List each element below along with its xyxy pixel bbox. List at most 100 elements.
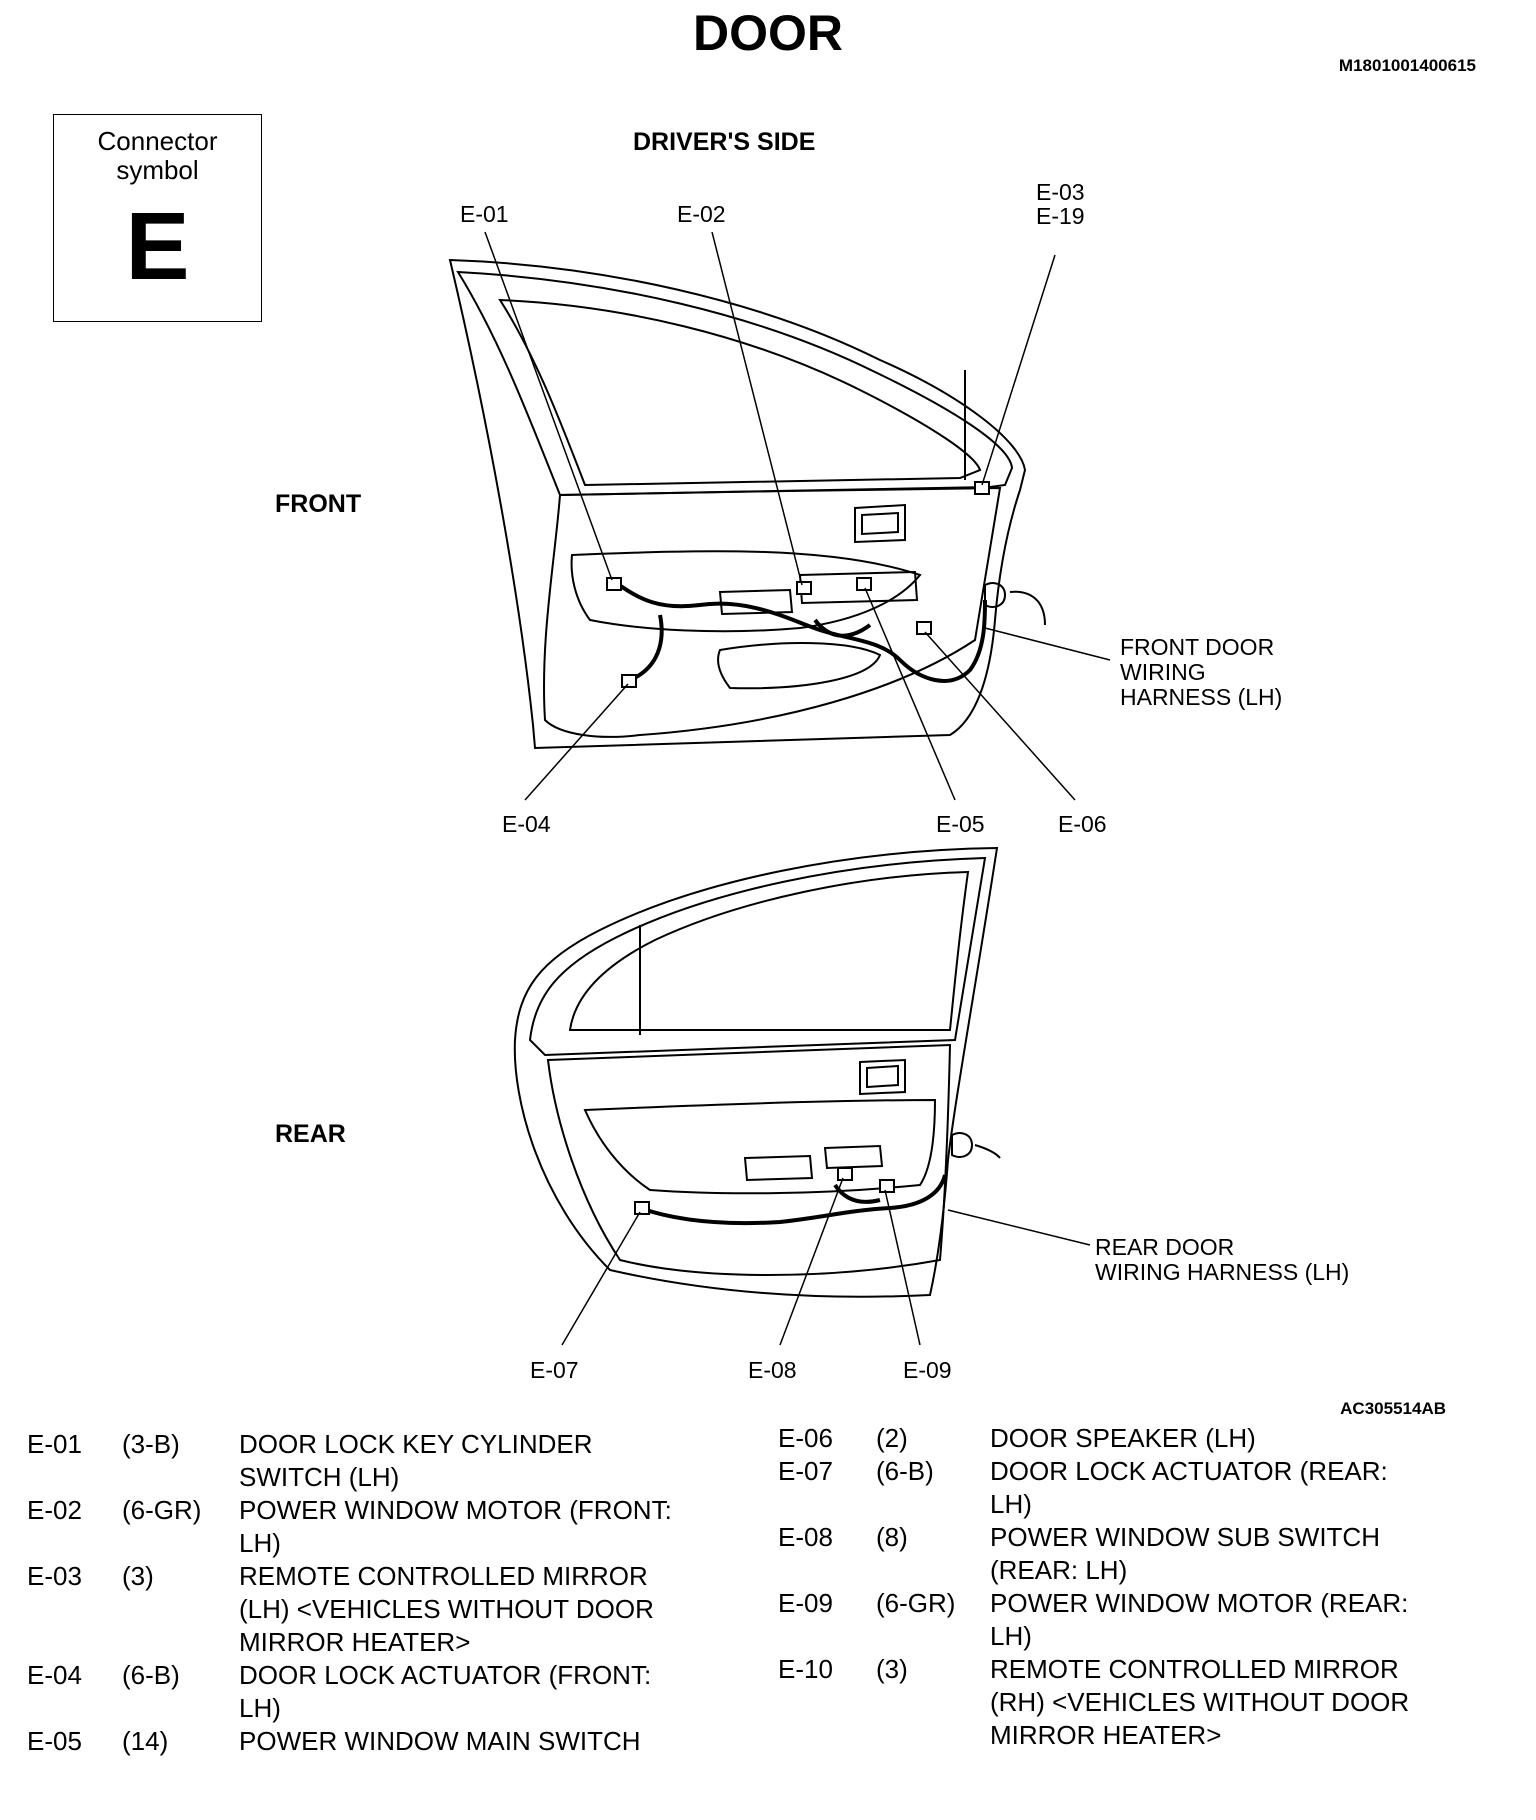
connector-e03 (974, 481, 990, 495)
legend-desc-line: (RH) <VEHICLES WITHOUT DOOR (990, 1687, 1410, 1717)
leader-front-harness (984, 627, 1111, 661)
leader-e07 (561, 1211, 641, 1346)
legend-code: E-10 (778, 1654, 833, 1684)
page-title: DOOR (693, 5, 843, 61)
legend-desc-line: LH) (990, 1489, 1032, 1519)
drivers-side-heading: DRIVER'S SIDE (633, 128, 816, 156)
legend-size: (8) (876, 1522, 908, 1552)
legend-desc-line: REMOTE CONTROLLED MIRROR (239, 1561, 648, 1591)
rear-door-window-outer (528, 856, 987, 1057)
connector-symbol-letter: E (125, 193, 190, 300)
front-door-outer-frame (448, 258, 1027, 750)
rear-door-lower-panel (546, 1043, 952, 1276)
rear-door-harness-tail (974, 1144, 1001, 1159)
legend-desc: REMOTE CONTROLLED MIRROR (LH) <VEHICLES … (239, 1560, 727, 1659)
legend-row: E-04 (6-B) DOOR LOCK ACTUATOR (FRONT: LH… (27, 1659, 727, 1725)
legend-desc-line: POWER WINDOW MOTOR (REAR: (990, 1588, 1409, 1618)
legend-row: E-08 (8) POWER WINDOW SUB SWITCH (REAR: … (778, 1521, 1498, 1587)
legend-size: (6-B) (122, 1660, 180, 1690)
rear-callout-leaders (561, 1177, 1091, 1346)
legend-desc-line: POWER WINDOW MOTOR (FRONT: (239, 1495, 672, 1525)
front-callout-leaders (484, 231, 1111, 801)
callout-e07: E-07 (530, 1357, 579, 1383)
legend-code: E-02 (27, 1495, 82, 1525)
front-door-lower-panel (543, 486, 1002, 738)
connector-e06 (916, 621, 932, 635)
legend-desc-line: REMOTE CONTROLLED MIRROR (990, 1654, 1399, 1684)
leader-e04 (524, 683, 629, 801)
callout-e08: E-08 (748, 1357, 797, 1383)
legend-size: (6-B) (876, 1456, 934, 1486)
legend-desc-line: MIRROR HEATER> (239, 1627, 471, 1657)
front-harness-line1: FRONT DOOR (1120, 634, 1275, 660)
legend-desc-line: DOOR LOCK ACTUATOR (FRONT: (239, 1660, 652, 1690)
connector-e05 (856, 577, 872, 591)
leader-e06 (924, 631, 1076, 801)
legend-row: E-01 (3-B) DOOR LOCK KEY CYLINDER SWITCH… (27, 1428, 727, 1494)
legend-desc-line: MIRROR HEATER> (990, 1720, 1222, 1750)
legend-size: (3) (876, 1654, 908, 1684)
connector-symbol-label: Connector symbol (54, 127, 261, 185)
legend-size: (3) (122, 1561, 154, 1591)
rear-door-window-inner (568, 870, 970, 1031)
legend-right: E-06 (2) DOOR SPEAKER (LH) E-07 (6-B) DO… (778, 1422, 1498, 1752)
legend-left: E-01 (3-B) DOOR LOCK KEY CYLINDER SWITCH… (27, 1428, 727, 1758)
connector-e04 (621, 674, 637, 688)
callout-e06: E-06 (1058, 811, 1107, 837)
rear-door-drawing (513, 846, 1001, 1298)
leader-e09 (884, 1189, 921, 1346)
legend-row: E-02 (6-GR) POWER WINDOW MOTOR (FRONT: L… (27, 1494, 727, 1560)
legend-row: E-07 (6-B) DOOR LOCK ACTUATOR (REAR: LH) (778, 1455, 1498, 1521)
legend-desc-line: POWER WINDOW SUB SWITCH (990, 1522, 1380, 1552)
legend-desc-line: POWER WINDOW MAIN SWITCH (239, 1726, 641, 1756)
legend-code: E-09 (778, 1588, 833, 1618)
front-door-drawing (448, 258, 1046, 750)
callout-e02: E-02 (677, 201, 726, 227)
leader-e01 (484, 231, 613, 581)
legend-code: E-03 (27, 1561, 82, 1591)
legend-code: E-01 (27, 1429, 82, 1459)
legend-row: E-10 (3) REMOTE CONTROLLED MIRROR (RH) <… (778, 1653, 1498, 1752)
front-door-armrest (570, 550, 922, 633)
rear-heading: REAR (275, 1120, 346, 1148)
legend-desc: POWER WINDOW MAIN SWITCH (239, 1725, 727, 1758)
legend-desc: DOOR SPEAKER (LH) (990, 1422, 1498, 1455)
legend-size: (6-GR) (876, 1588, 956, 1618)
legend-code: E-05 (27, 1726, 82, 1756)
front-heading: FRONT (275, 490, 362, 518)
legend-desc-line: DOOR SPEAKER (LH) (990, 1423, 1256, 1453)
legend-code: E-04 (27, 1660, 82, 1690)
legend-desc-line: LH) (239, 1693, 281, 1723)
legend-desc-line: LH) (990, 1621, 1032, 1651)
front-harness-label: FRONT DOOR WIRING HARNESS (LH) (1120, 635, 1282, 710)
rear-door-pull-cup (743, 1154, 814, 1182)
rear-door-handle-recess (859, 1058, 906, 1096)
rear-door-wiring-harness (639, 1174, 947, 1226)
callout-e05: E-05 (936, 811, 985, 837)
legend-desc-line: (LH) <VEHICLES WITHOUT DOOR (239, 1594, 654, 1624)
callout-e09: E-09 (903, 1357, 952, 1383)
legend-desc-line: DOOR LOCK ACTUATOR (REAR: (990, 1456, 1388, 1486)
legend-desc-line: SWITCH (LH) (239, 1462, 400, 1492)
rear-door-handle (866, 1064, 899, 1089)
legend-row: E-05 (14) POWER WINDOW MAIN SWITCH (27, 1725, 727, 1758)
legend-desc: POWER WINDOW SUB SWITCH (REAR: LH) (990, 1521, 1498, 1587)
legend-size: (2) (876, 1423, 908, 1453)
leader-rear-harness (947, 1209, 1091, 1246)
connector-label-line2: symbol (116, 155, 199, 185)
document-id: M1801001400615 (1338, 56, 1476, 75)
rear-harness-label: REAR DOOR WIRING HARNESS (LH) (1095, 1235, 1349, 1285)
front-door-grommet (984, 582, 1007, 608)
legend-code: E-07 (778, 1456, 833, 1486)
legend-desc: REMOTE CONTROLLED MIRROR (RH) <VEHICLES … (990, 1653, 1498, 1752)
legend-desc: DOOR LOCK ACTUATOR (FRONT: LH) (239, 1659, 727, 1725)
legend-code: E-08 (778, 1522, 833, 1552)
connector-e01 (606, 577, 622, 591)
legend-size: (6-GR) (122, 1495, 202, 1525)
rear-door-connectors (634, 1167, 895, 1215)
front-door-pull-cup (718, 588, 794, 616)
rear-door-outer-frame (513, 846, 999, 1298)
legend-desc-line: DOOR LOCK KEY CYLINDER (239, 1429, 593, 1459)
legend-desc: DOOR LOCK ACTUATOR (REAR: LH) (990, 1455, 1498, 1521)
